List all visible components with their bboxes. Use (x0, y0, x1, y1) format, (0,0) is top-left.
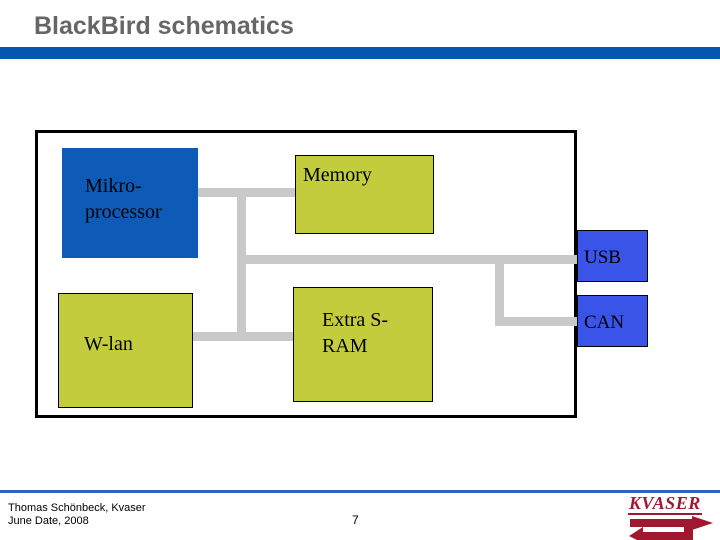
block-memory-label: Memory (303, 164, 372, 186)
block-mikroprocessor-label-line1: Mikro- (85, 175, 142, 197)
kvaser-logo-text: KVASER (628, 493, 702, 515)
header-accent-bar (0, 47, 720, 59)
block-can: CAN (577, 295, 648, 347)
block-wlan-label: W-lan (84, 333, 133, 355)
block-memory: Memory (295, 155, 434, 234)
block-extra-sram-label-line2: RAM (322, 335, 368, 357)
block-wlan: W-lan (58, 293, 193, 408)
connector-bus-trunk (237, 188, 246, 341)
connector-can-vertical (495, 255, 504, 326)
slide-title: BlackBird schematics (34, 12, 294, 40)
page-number: 7 (352, 513, 359, 527)
block-usb-label: USB (584, 247, 621, 268)
footer-author: Thomas Schönbeck, Kvaser (8, 502, 146, 514)
connector-can-horizontal (495, 317, 577, 326)
block-mikroprocessor-label-line2: processor (85, 201, 162, 223)
footer-date: June Date, 2008 (8, 515, 89, 527)
connector-bus-usb (237, 255, 577, 264)
block-mikroprocessor: Mikro- processor (62, 148, 198, 258)
kvaser-logo-uturn-arrow-icon (629, 516, 713, 540)
kvaser-logo: KVASER (628, 494, 716, 540)
block-extra-sram-label-line1: Extra S- (322, 309, 389, 331)
connector-mikro-memory (198, 188, 295, 197)
connector-wlan-sram (193, 332, 293, 341)
footer-rule (0, 490, 720, 493)
block-extra-sram: Extra S- RAM (293, 287, 433, 402)
block-can-label: CAN (584, 312, 625, 333)
block-usb: USB (577, 230, 648, 282)
